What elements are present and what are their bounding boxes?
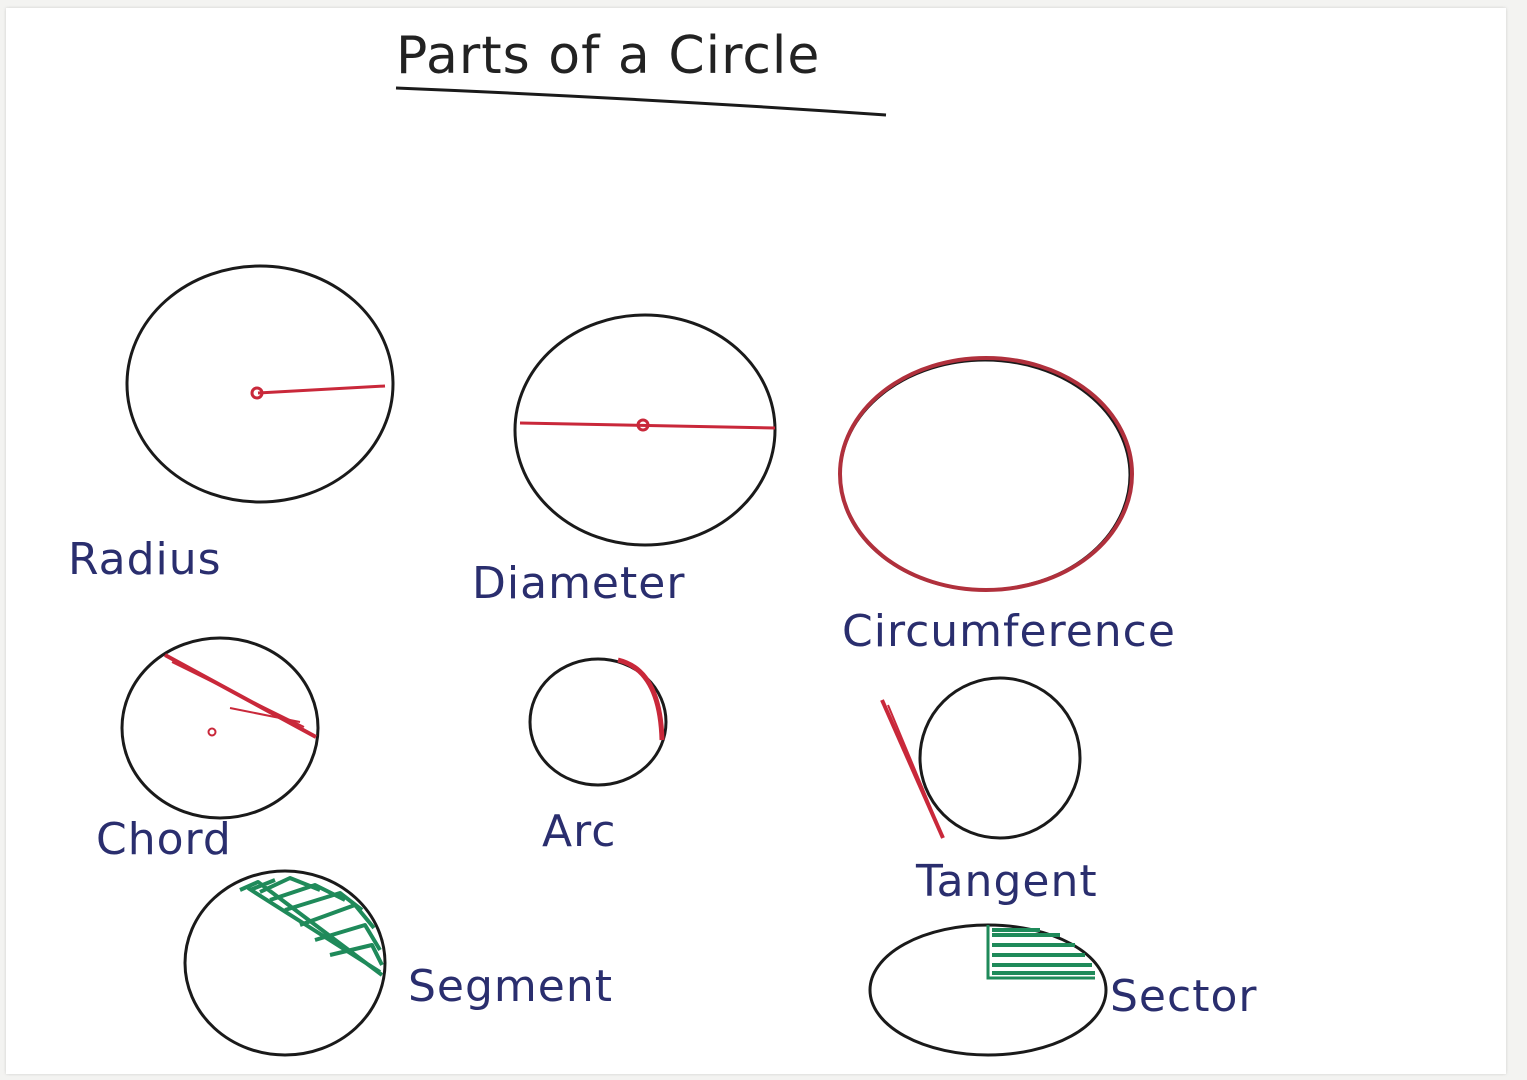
title-underline	[395, 86, 887, 117]
label-segment: Segment	[408, 961, 613, 1012]
arc-highlight	[617, 657, 665, 741]
chord-center-dot	[207, 727, 217, 737]
label-sector: Sector	[1110, 971, 1258, 1022]
diameter-circle	[513, 313, 777, 547]
label-arc: Arc	[542, 806, 617, 857]
label-radius: Radius	[68, 534, 222, 585]
label-tangent: Tangent	[916, 856, 1098, 907]
label-diameter: Diameter	[472, 558, 686, 609]
paper-sheet	[6, 8, 1506, 1074]
chord-circle	[120, 636, 320, 820]
chord-secondary-line	[229, 707, 301, 723]
radius-line	[257, 384, 386, 395]
radius-center-dot	[250, 386, 264, 400]
page-title: Parts of a Circle	[396, 26, 821, 86]
segment-shading	[239, 876, 384, 977]
circumference-highlight	[838, 356, 1134, 592]
radius-circle	[125, 264, 395, 504]
chord-line-overlay	[171, 661, 305, 728]
tangent-circle	[918, 676, 1082, 840]
label-circumference: Circumference	[842, 606, 1176, 657]
sector-outline	[986, 925, 1095, 980]
arc-circle	[528, 657, 668, 787]
sector-shading	[992, 928, 1095, 975]
diameter-center-dot	[636, 418, 650, 432]
label-chord: Chord	[96, 814, 232, 865]
tangent-line-overlay	[887, 704, 941, 831]
segment-circle	[183, 869, 387, 1057]
